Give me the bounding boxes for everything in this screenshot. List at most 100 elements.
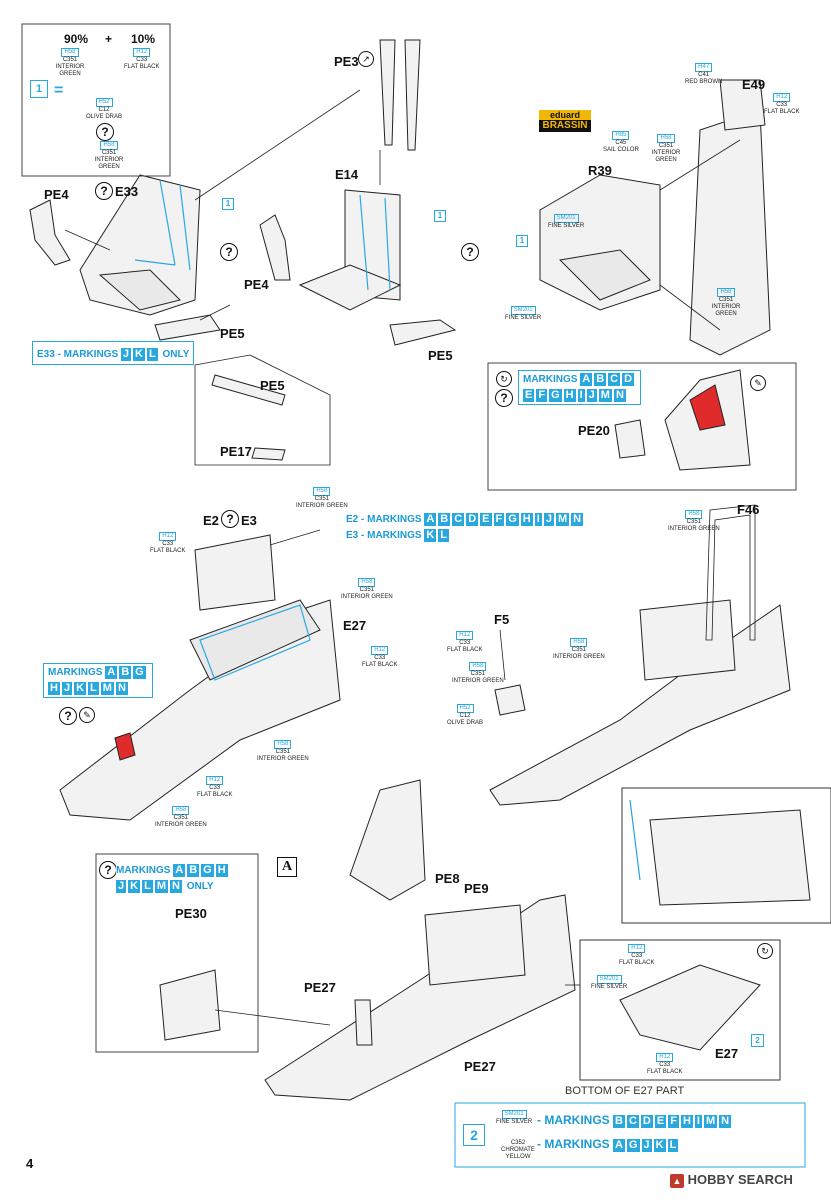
marking-tile: C <box>608 373 621 386</box>
paint-brush-icon: ✎ <box>750 375 766 391</box>
step-2-marker: 2 <box>751 1034 764 1047</box>
question-icon: ? <box>59 707 77 725</box>
marking-tile: E <box>523 389 535 402</box>
question-icon: ? <box>220 243 238 261</box>
marking-tile: H <box>48 682 60 695</box>
eduard-brassin-logo: eduard BRASSIN <box>539 110 591 132</box>
step-2-marker: 2 <box>463 1124 485 1146</box>
marking-tile: G <box>506 513 519 526</box>
markings-prefix: MARKINGS <box>523 374 578 385</box>
marking-tile: M <box>100 682 114 695</box>
brand-top: eduard <box>539 110 591 120</box>
marking-tile: B <box>119 666 132 679</box>
marking-tile: D <box>466 513 479 526</box>
marking-tile: J <box>116 880 127 893</box>
label-pe8: PE8 <box>435 871 460 886</box>
markings-prefix: MARKINGS <box>116 865 171 876</box>
marking-tile: E <box>654 1115 667 1128</box>
marking-tile: L <box>142 880 153 893</box>
bottom-e27-caption: BOTTOM OF E27 PART <box>565 1085 685 1097</box>
watermark: ▲ HOBBY SEARCH <box>670 1172 793 1188</box>
seat-e33-drawing <box>29 89 361 341</box>
step-1-marker: 1 <box>222 198 234 210</box>
marking-tile: B <box>594 373 607 386</box>
marking-tile: F <box>536 389 548 402</box>
marking-tile: D <box>622 373 635 386</box>
question-icon: ? <box>221 510 239 528</box>
harness-pe3-drawing <box>379 39 421 185</box>
markings-prefix: - MARKINGS <box>537 1113 610 1127</box>
question-icon: ? <box>99 861 117 879</box>
question-icon: ? <box>495 389 513 407</box>
label-pe5-detail: PE5 <box>260 378 285 393</box>
page-number: 4 <box>26 1156 34 1171</box>
question-icon: ? <box>96 123 114 141</box>
marking-tile: A <box>424 513 437 526</box>
marking-tile: J <box>641 1139 652 1152</box>
marking-tile: N <box>613 389 626 402</box>
marking-tile: N <box>719 1115 732 1128</box>
marking-tile: M <box>154 880 168 893</box>
watermark-logo-icon: ▲ <box>670 1174 684 1188</box>
markings-prefix: E3 - MARKINGS <box>346 530 422 541</box>
label-e49: E49 <box>742 77 766 92</box>
watermark-text: HOBBY SEARCH <box>687 1172 793 1187</box>
bottom-e27-drawing <box>565 939 781 1081</box>
marking-tile: H <box>520 513 533 526</box>
marking-tile: K <box>653 1139 666 1152</box>
markings-prefix: E2 - MARKINGS <box>346 514 422 525</box>
label-pe3: PE3 <box>334 54 359 69</box>
paint-brush-icon: ✎ <box>79 707 95 723</box>
marking-tile: C <box>452 513 465 526</box>
marking-tile: A <box>580 373 593 386</box>
label-pe5-right: PE5 <box>428 348 453 363</box>
markings-suffix: ONLY <box>186 881 214 892</box>
question-icon: ? <box>461 243 479 261</box>
mix-plus: + <box>105 32 113 46</box>
mix-percent-1: 90% <box>64 32 89 46</box>
pe5-detail-drawing <box>194 354 331 466</box>
label-f46: F46 <box>737 502 760 517</box>
marking-tile: J <box>586 389 597 402</box>
brand-bottom: BRASSIN <box>539 120 591 132</box>
marking-tile: I <box>577 389 585 402</box>
label-pe9: PE9 <box>464 881 489 896</box>
label-e27-bottom: E27 <box>715 1046 739 1061</box>
marking-tile: L <box>667 1139 679 1152</box>
marking-tile: L <box>438 529 450 542</box>
marking-tile: A <box>173 864 186 877</box>
marking-tile: J <box>120 348 132 361</box>
marking-tile: F <box>668 1115 679 1128</box>
marking-tile: B <box>187 864 200 877</box>
markings-prefix: E33 - MARKINGS <box>37 349 119 360</box>
marking-tile: J <box>61 682 73 695</box>
marking-tile: K <box>133 348 145 361</box>
marking-tile: A <box>613 1139 625 1152</box>
marking-tile: L <box>88 682 99 695</box>
marking-tile: M <box>703 1115 718 1128</box>
marking-tile: G <box>549 389 562 402</box>
marking-tile: G <box>201 864 214 877</box>
